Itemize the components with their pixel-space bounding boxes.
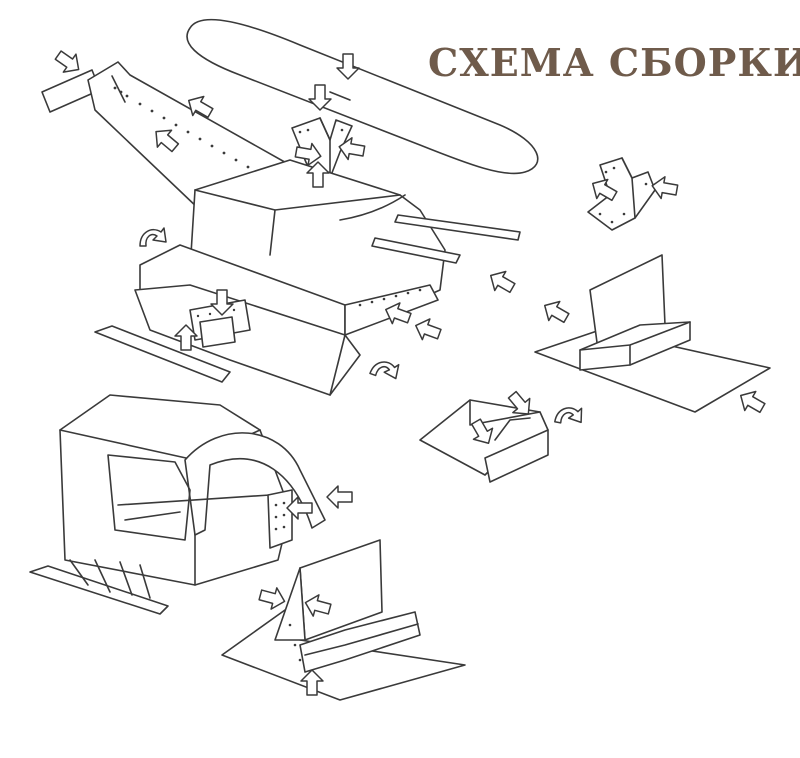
main-rotor-blade bbox=[186, 18, 539, 175]
cabin-canopy bbox=[59, 394, 326, 586]
seat-part-bottom bbox=[221, 539, 466, 701]
fuselage-skids bbox=[94, 214, 521, 383]
fuselage-body bbox=[134, 159, 446, 396]
rotor-mast-connector bbox=[291, 117, 353, 186]
cabin-skids bbox=[29, 559, 169, 615]
diagram-title: СХЕМА СБОРКИ bbox=[428, 40, 800, 85]
tab-piece-small bbox=[587, 157, 656, 231]
seat-part-right bbox=[534, 254, 771, 413]
